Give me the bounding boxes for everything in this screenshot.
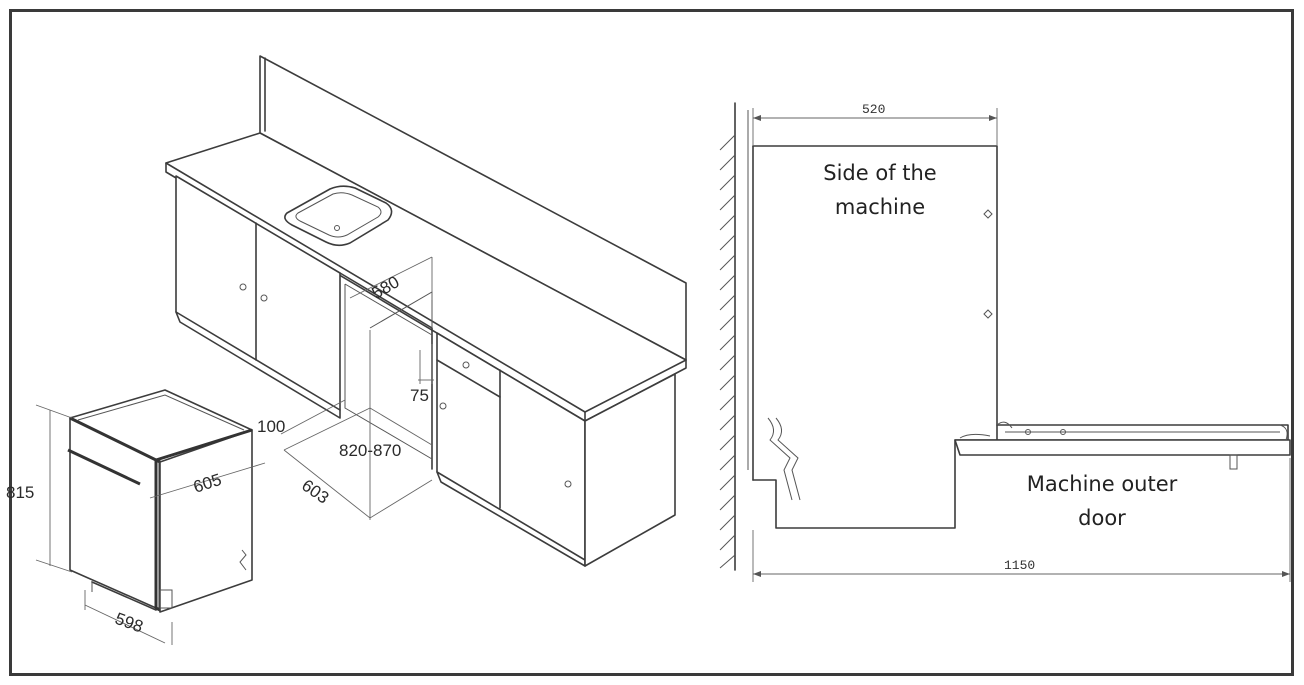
- dishwasher-drawing: [67, 389, 253, 613]
- figure-frame: [9, 9, 1294, 676]
- dim-815: 815: [6, 483, 34, 502]
- machine-outer-door-label: Machine outer door: [1000, 467, 1204, 535]
- door-label-line2: door: [1078, 506, 1126, 530]
- dim-598: 598: [112, 609, 145, 637]
- dim-75: 75: [410, 386, 429, 405]
- dim-820-870: 820-870: [339, 441, 401, 460]
- wall-hatching: [719, 134, 736, 569]
- door-label-line1: Machine outer: [1026, 472, 1178, 496]
- dim-100: 100: [257, 417, 285, 436]
- kitchen-cabinet-drawing: [165, 55, 687, 567]
- dim-603: 603: [298, 476, 332, 508]
- side-view-drawing: [719, 102, 1291, 582]
- side-of-machine-label: Side of the machine: [790, 156, 970, 224]
- dim-520: 520: [862, 102, 885, 117]
- side-label-line1: Side of the: [823, 161, 937, 185]
- dishwasher-side: [159, 429, 253, 613]
- dim-1150: 1150: [1004, 558, 1035, 573]
- side-label-line2: machine: [834, 195, 926, 219]
